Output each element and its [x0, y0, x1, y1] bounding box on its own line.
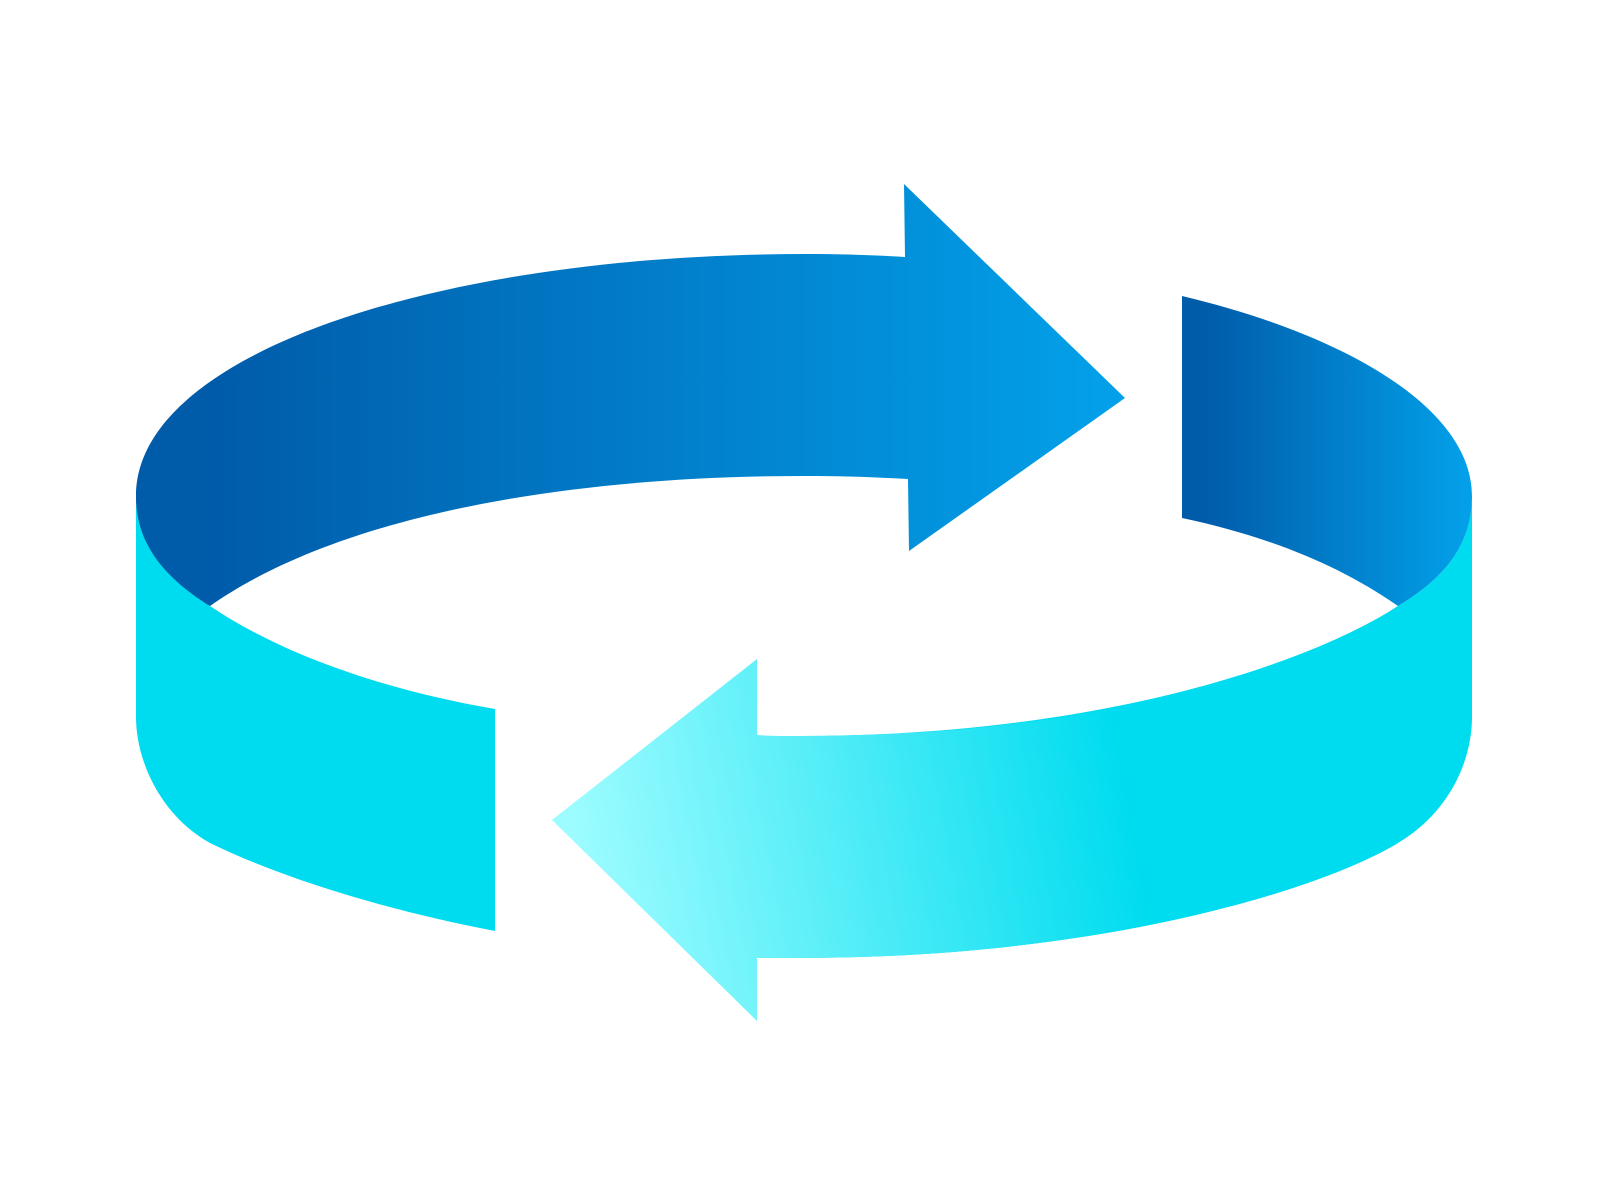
bottom-arrow [552, 606, 1398, 1021]
left-band-side-face [136, 496, 495, 931]
top-arrow [136, 184, 1125, 606]
right-band-top-face [1182, 296, 1472, 606]
